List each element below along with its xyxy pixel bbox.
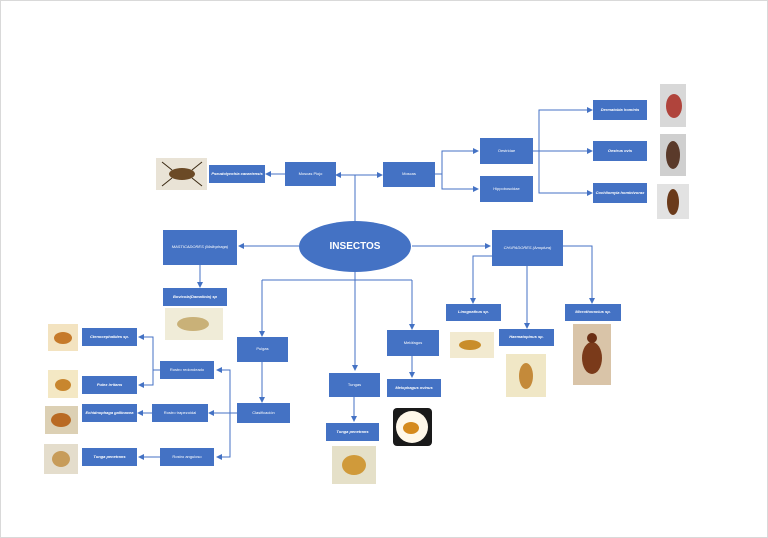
link-to-microthoracius [563,245,595,304]
photo-microthoracius [573,324,611,385]
node-haematopinus: Haematopinus sp. [499,329,554,346]
photo-haematopinus [506,354,546,397]
photo-pulex [48,370,78,398]
photo-pseudolynchia [156,158,207,190]
node-microthoracius: Microthoracius sp. [565,304,621,321]
node-moscas: Moscas [383,162,435,187]
photo-cochliomyia [657,184,689,219]
photo-echidnophaga [45,406,78,434]
link-to-rostro-redondeado [216,367,237,414]
photo-bovicola [165,308,223,340]
node-hippoboscidae: Hippoboscidae [480,176,533,202]
node-rostro-trapezoidal: Rostro trapezoidal [152,404,208,422]
node-melofagos: Melófagos [387,330,439,356]
node-pseudolynchia: Pseudolynchia canariensis [209,165,265,183]
photo-tunga-sp [44,444,78,474]
link-to-rostro-anguloso [216,413,231,460]
node-tunga-penetrans: Tunga penetrans [326,423,379,441]
node-rostro-redondeado: Rostro redondeado [160,361,214,379]
node-bovicola: Bovicola(Damalinia) sp [163,288,227,306]
node-oestridae: Oestridae [480,138,533,164]
photo-ctenocephalides [48,324,78,351]
node-masticadores: MASTICADORES (Mallophaga) [163,230,237,265]
node-pulex: Pulex irritans [82,376,137,394]
link-to-hippoboscidae [441,174,479,192]
node-rostro-anguloso: Rostro anguloso [160,448,214,466]
center-node-insectos: INSECTOS [299,221,411,272]
link-to-oestridae [435,148,479,175]
node-echidnophaga: Echidnophaga gallinacea [82,404,137,422]
link-to-linognathus [470,255,493,304]
link-to-pulex [138,370,154,388]
node-chupadores: CHUPADORES (Anoplura) [492,230,563,266]
link-to-ctenocephalides [138,334,160,371]
photo-dermatobia [660,84,686,127]
node-clasificacion: Clasificación [237,403,290,423]
node-dermatobia: Dermatobia hominis [593,100,647,120]
node-melophagus: Melophagus ovinus [387,379,441,397]
node-oestrus: Oestrus ovis [593,141,647,161]
photo-melophagus [393,408,432,446]
node-pulgas: Pulgas [237,337,288,362]
photo-tunga-penetrans [332,446,376,484]
photo-linognathus [450,332,494,358]
link-to-dermatobia [533,107,593,152]
photo-oestrus [660,134,686,176]
node-moscas-piojo: Moscas Piojo [285,162,336,186]
link-to-cochliomyia [538,151,593,196]
node-tungas: Tungas [329,373,380,397]
node-ctenocephalides: Ctenocephalides sp. [82,328,137,346]
node-cochliomyia: Cochliomyia hominivorax [593,183,647,203]
node-tunga-sp: Tunga penetrans [82,448,137,466]
node-linognathus: Linognathus sp. [446,304,501,321]
